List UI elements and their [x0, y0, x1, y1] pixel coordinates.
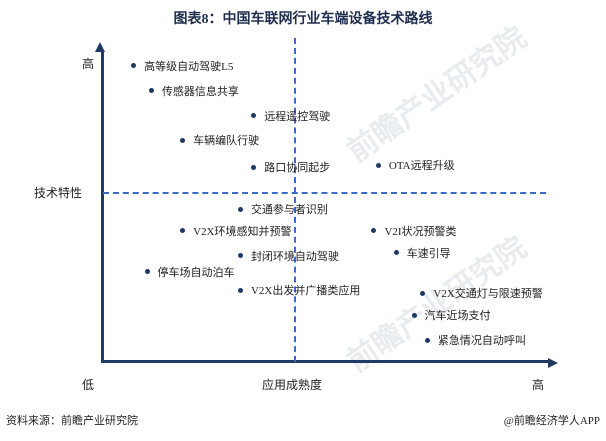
x-axis: [101, 358, 558, 368]
chart-title: 图表8：中国车联网行业车端设备技术路线: [173, 12, 433, 27]
data-point: 远程遥控驾驶: [251, 108, 330, 124]
point-marker: [131, 63, 137, 69]
plot-area: 高等级自动驾驶L5 传感器信息共享远程遥控驾驶车辆编队行驶路口协同起步 OTA远程升…: [95, 38, 558, 368]
point-marker: [375, 162, 381, 168]
point-marker: [148, 88, 154, 94]
data-point: 车速引导: [393, 245, 451, 261]
data-point: 路口协同起步: [251, 159, 330, 175]
point-marker: [144, 269, 150, 275]
data-point: 汽车近场支付: [411, 307, 491, 323]
point-label: 传感器信息共享: [161, 85, 239, 98]
point-label: V2X环境感知并预警: [193, 225, 292, 238]
arrow-up-icon: [95, 42, 105, 52]
point-marker: [251, 113, 257, 119]
data-point: 高等级自动驾驶L5: [131, 58, 233, 74]
point-marker: [237, 287, 243, 293]
data-point: V2X出发并广播类应用: [237, 282, 361, 298]
point-label: V2X出发并广播类应用: [250, 285, 361, 298]
point-label: OTA远程升级: [388, 160, 455, 173]
point-marker: [420, 290, 426, 296]
x-axis-high-label: 高: [532, 378, 545, 392]
x-axis-low-label: 低: [82, 378, 95, 392]
point-marker: [180, 137, 186, 143]
point-marker: [237, 206, 243, 212]
brand-credit: @前瞻经济学人APP: [503, 415, 600, 427]
point-label: 车辆编队行驶: [193, 135, 260, 148]
data-point: 封闭环境自动驾驶: [237, 248, 339, 264]
y-axis: [95, 42, 105, 363]
point-label: 车速引导: [406, 247, 451, 260]
point-label: 交通参与者识别: [250, 204, 328, 217]
point-label: V2X交通灯与限速预警: [433, 288, 543, 301]
data-point: 交通参与者识别: [237, 201, 328, 217]
data-point: 传感器信息共享: [148, 83, 239, 99]
point-marker: [251, 164, 257, 170]
vertical-divider: [294, 38, 297, 362]
point-label: 汽车近场支付: [424, 310, 491, 323]
data-point: V2X环境感知并预警: [180, 223, 291, 239]
point-marker: [237, 253, 243, 259]
point-label: 紧急情况自动呼叫: [437, 335, 526, 348]
point-label: 高等级自动驾驶L5: [144, 60, 234, 73]
point-marker: [180, 228, 186, 234]
point-label: 封闭环境自动驾驶: [250, 250, 339, 263]
data-point: 车辆编队行驶: [180, 132, 259, 148]
data-point: OTA远程升级: [375, 157, 455, 173]
y-axis-label: 技术特性: [34, 186, 83, 200]
x-axis-label: 应用成熟度: [262, 378, 323, 392]
y-axis-high-label: 高: [82, 57, 95, 71]
data-point: 停车场自动泊车: [144, 264, 235, 280]
point-marker: [393, 250, 399, 256]
point-marker: [424, 337, 430, 343]
data-point: V2I状况预警类: [371, 223, 457, 239]
point-marker: [371, 228, 377, 234]
data-point: 紧急情况自动呼叫: [424, 332, 526, 348]
point-label: 停车场自动泊车: [157, 266, 235, 279]
data-point: V2X交通灯与限速预警: [420, 285, 543, 301]
point-label: 路口协同起步: [264, 162, 331, 174]
point-label: 远程遥控驾驶: [264, 110, 331, 123]
source-note: 资料来源：前瞻产业研究院: [6, 415, 138, 427]
arrow-right-icon: [548, 358, 558, 368]
point-marker: [411, 312, 417, 318]
horizontal-divider: [103, 191, 546, 194]
point-label: V2I状况预警类: [384, 225, 457, 238]
